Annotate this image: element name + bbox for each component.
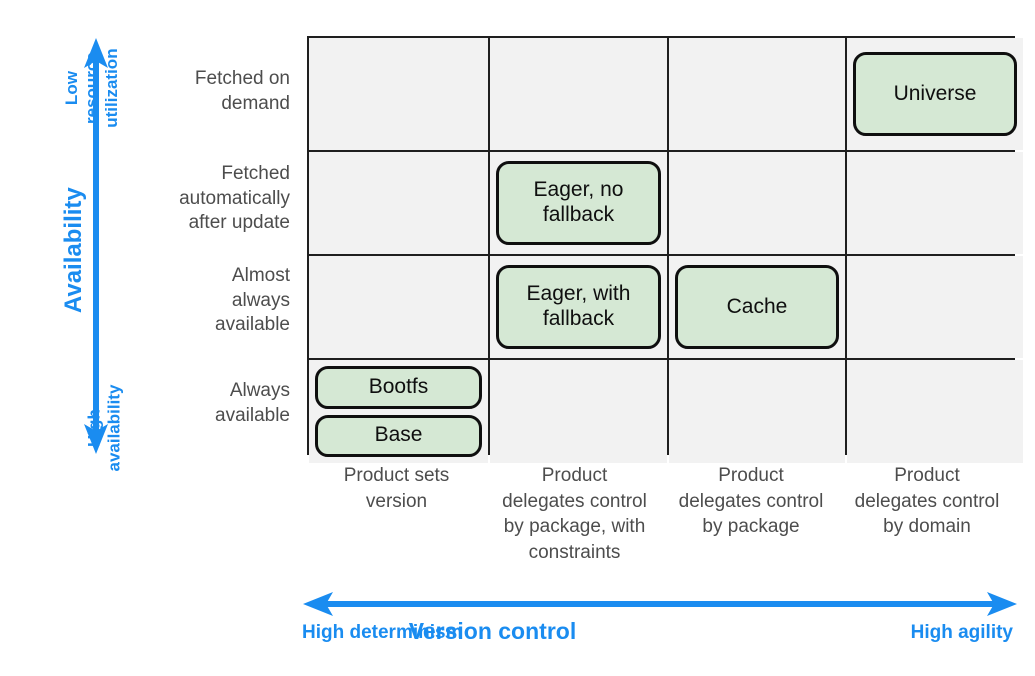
matrix-cell-r2c2: Cache — [669, 256, 845, 358]
vertical-axis-title: Availability — [59, 187, 87, 314]
matrix-cell-r0c1 — [490, 38, 667, 150]
column-label-2: Product delegates control by package — [678, 465, 824, 538]
horizontal-axis-title: Version control — [408, 618, 577, 644]
column-labels: Product sets version Product delegates c… — [307, 463, 1015, 566]
matrix-cell-r2c3 — [847, 256, 1023, 358]
row-labels: Fetched on demand Fetched automatically … — [125, 36, 290, 455]
column-label-0: Product sets version — [343, 465, 450, 512]
row-label-1: Fetched automatically after update — [179, 162, 290, 234]
vertical-axis-bottom-label: High availability — [84, 384, 124, 472]
matrix-cell-r3c2 — [669, 360, 845, 463]
horizontal-arrow-icon — [303, 592, 1017, 616]
row-label-3: Always available — [215, 379, 290, 426]
matrix-cell-r2c1: Eager, with fallback — [490, 256, 667, 358]
vertical-axis-top-label: Low resource utilization — [61, 48, 122, 128]
column-label-1: Product delegates control by package, wi… — [502, 465, 647, 563]
matrix-cell-r3c3 — [847, 360, 1023, 463]
matrix-item-cache[interactable]: Cache — [675, 265, 839, 349]
horizontal-axis-left-label: High determinism — [302, 622, 463, 643]
matrix-cell-r0c3: Universe — [847, 38, 1023, 150]
matrix-cell-r2c0 — [309, 256, 488, 358]
vertical-axis: Low resource utilization Availability Hi… — [60, 36, 124, 472]
matrix-item-eager-with-fallback[interactable]: Eager, with fallback — [496, 265, 661, 349]
matrix-cell-r0c0 — [309, 38, 488, 150]
horizontal-axis — [300, 590, 1020, 620]
column-label-3: Product delegates control by domain — [854, 465, 1000, 538]
horizontal-axis-right-label: High agility — [910, 622, 1013, 643]
matrix-cell-r1c2 — [669, 152, 845, 254]
matrix-item-eager-no-fallback[interactable]: Eager, no fallback — [496, 161, 661, 245]
row-label-2: Almost always available — [215, 264, 290, 336]
matrix-cell-r1c3 — [847, 152, 1023, 254]
matrix-cell-r3c0: Bootfs Base — [309, 360, 488, 463]
matrix-cell-r3c1 — [490, 360, 667, 463]
matrix-item-bootfs[interactable]: Bootfs — [315, 366, 482, 409]
matrix-item-base[interactable]: Base — [315, 414, 482, 457]
matrix-cell-r1c0 — [309, 152, 488, 254]
capability-matrix: Universe Eager, no fallback Eager, with … — [307, 36, 1023, 463]
matrix-item-universe[interactable]: Universe — [853, 52, 1017, 136]
vertical-arrow-icon — [84, 38, 108, 454]
row-label-0: Fetched on demand — [194, 68, 290, 114]
matrix-cell-r0c2 — [669, 38, 845, 150]
matrix-cell-r1c1: Eager, no fallback — [490, 152, 667, 254]
